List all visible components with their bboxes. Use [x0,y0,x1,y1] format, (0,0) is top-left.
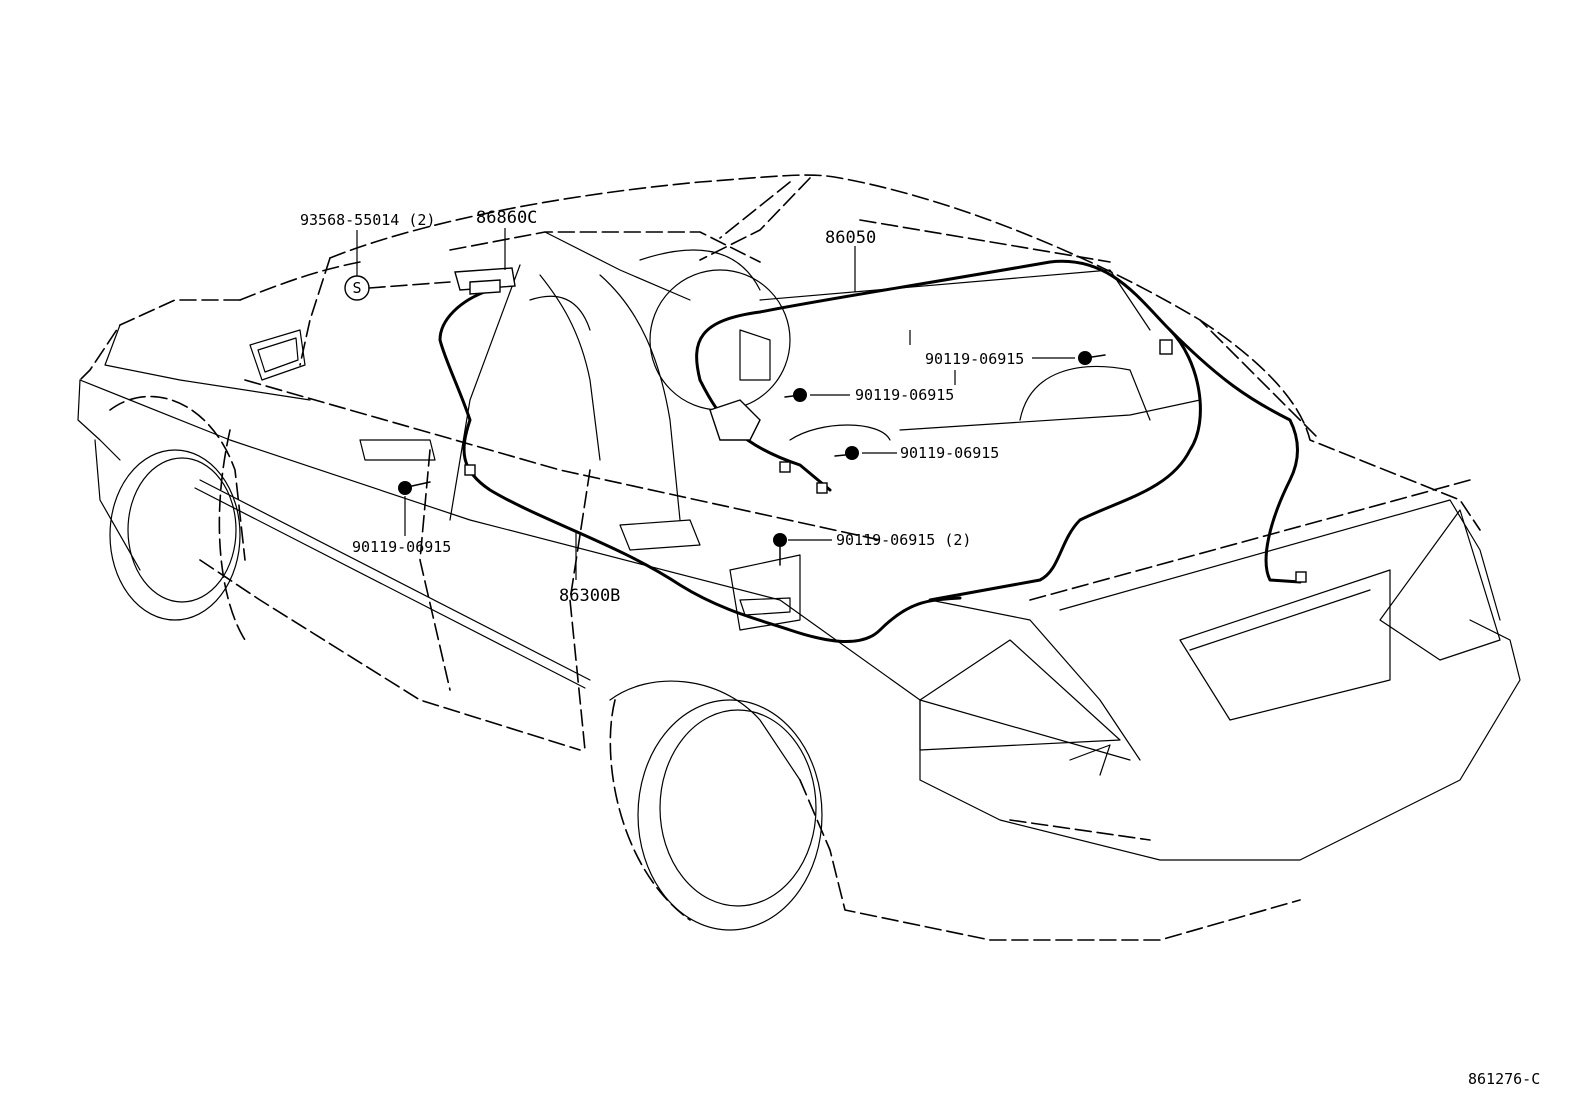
label-feeder-cord: 86300B [559,586,620,606]
bolt-icon [398,481,431,495]
label-bolt-double: 90119-06915 (2) [836,531,971,549]
bolt-icon [1078,351,1106,365]
callout-labels: 93568-55014 (2) 86860C 86050 90119-06915… [300,208,1540,1088]
bolt-icon [834,446,859,460]
figure-code: 861276-C [1468,1070,1540,1088]
leader-lines [356,228,1075,580]
cord-clips [464,339,1307,583]
label-antenna-cord: 86050 [825,228,876,248]
roof-amplifier [454,267,516,295]
antenna-connector-module [709,399,761,441]
car-body-outline [77,174,1521,941]
label-roof-amp: 86860C [476,208,537,228]
clip-symbol-text: S [352,279,361,297]
label-bolt-mid: 90119-06915 [855,386,954,404]
clip-symbol: S [344,275,370,301]
bolt-icons [398,351,1106,566]
label-bolt-upper-right: 90119-06915 [925,350,1024,368]
bolt-icon [784,388,807,402]
label-bolt-lower-right: 90119-06915 [900,444,999,462]
label-clip-part-no: 93568-55014 (2) [300,211,435,229]
label-bolt-left: 90119-06915 [352,538,451,556]
bolt-icon [773,533,787,566]
